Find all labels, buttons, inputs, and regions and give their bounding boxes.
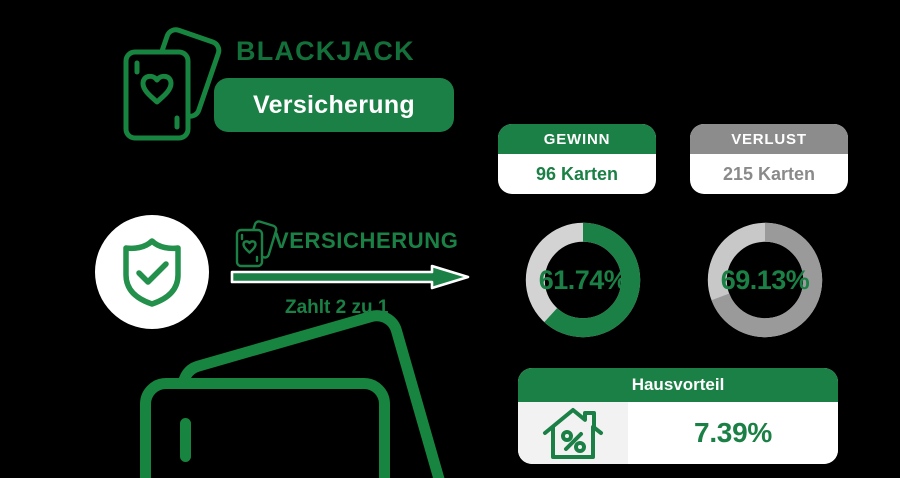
stat-card-win-header: GEWINN: [498, 124, 656, 154]
house-edge-value: 7.39%: [628, 402, 838, 464]
donut-fill-loss: [707, 222, 823, 338]
playing-cards-heart-icon: [112, 26, 224, 142]
donut-loss-value: 69.13%: [720, 264, 810, 295]
donut-win-value: 61.74%: [538, 264, 628, 295]
page-title: BLACKJACK: [236, 36, 415, 66]
donut-fill-win: [525, 222, 641, 338]
stat-card-win: GEWINN 96 Karten: [498, 124, 656, 194]
insurance-label: VERSICHERUNG: [274, 228, 459, 253]
house-percent-icon: [518, 402, 628, 464]
brand-subtitle-pill: Versicherung: [214, 78, 454, 132]
shield-check-icon: [121, 237, 183, 307]
decorative-card-pip: [180, 418, 191, 462]
stat-card-loss-header: VERLUST: [690, 124, 848, 154]
stat-card-win-value: 96 Karten: [535, 163, 619, 184]
donut-chart-loss-rate: 69.13%: [693, 208, 837, 352]
house-edge-card: Hausvorteil 7.39%: [518, 368, 838, 464]
donut-chart-win-rate: 61.74%: [511, 208, 655, 352]
house-edge-header: Hausvorteil: [518, 368, 838, 402]
shield-badge-circle: [95, 215, 209, 329]
house-edge-body: 7.39%: [518, 402, 838, 464]
insurance-payout-label: Zahlt 2 zu 1: [285, 297, 389, 318]
brand-subtitle: Versicherung: [253, 90, 415, 119]
stat-card-loss-value: 215 Karten: [722, 163, 816, 184]
playing-cards-heart-icon: [232, 220, 278, 270]
arrow-right-icon: [229, 264, 471, 290]
stat-card-loss: VERLUST 215 Karten: [690, 124, 848, 194]
decorative-card-front: [140, 378, 390, 478]
